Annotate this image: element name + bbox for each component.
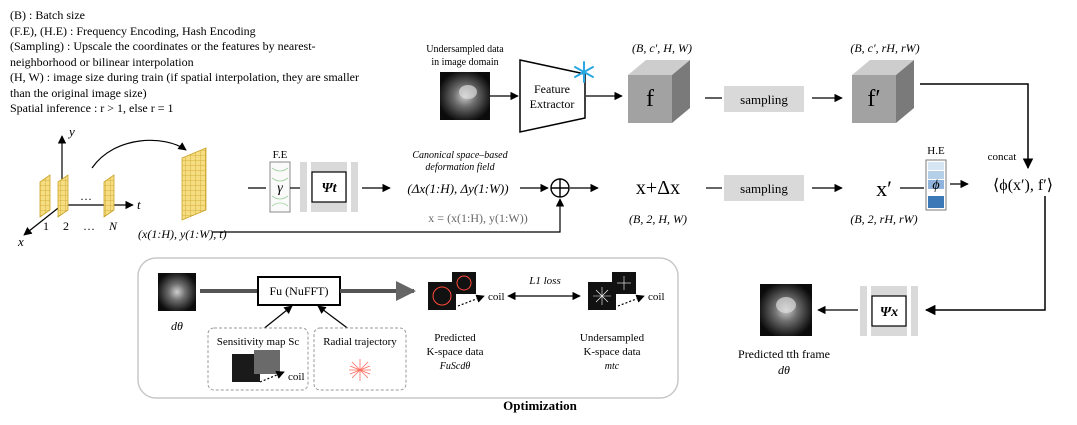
psi-t-label: Ψt <box>321 181 337 196</box>
legend-spatial-inference: Spatial inference : r > 1, else r = 1 <box>10 101 174 115</box>
sampling-box-1 <box>724 86 804 112</box>
frames-dots-top: … <box>80 189 92 203</box>
snowflake-icon <box>574 61 594 83</box>
x-axis <box>23 204 63 236</box>
grid-frame-n <box>103 174 115 218</box>
legend-sampling: (Sampling) : Upscale the coordinates or … <box>10 39 316 69</box>
fe-label: F.E <box>273 149 288 161</box>
fprime-label: f′ <box>867 86 880 112</box>
predicted-kspace-label: Predicted <box>434 332 476 344</box>
xprime-label: x′ <box>876 176 892 201</box>
canonical-label-2: deformation field <box>425 162 495 173</box>
arrow-trajectory-to-fu <box>317 305 351 331</box>
arrow-coord-to-plus <box>212 198 565 233</box>
d-theta-label: dθ <box>171 319 183 333</box>
fprime-shape: (B, c′, rH, rW) <box>850 41 919 55</box>
arrow-grid-to-frame <box>91 139 187 169</box>
legend-batch: (B) : Batch size <box>10 8 85 22</box>
undersampled-coil-arrow <box>617 294 645 307</box>
arrow-fprime-to-concat <box>920 83 1034 170</box>
predicted-kspace-formula: FuScdθ <box>439 361 471 372</box>
t-axis-label: t <box>137 197 141 212</box>
frame-n-label: N <box>108 219 118 233</box>
frequency-waves <box>271 167 289 207</box>
arrow-sensitivity-to-fu <box>261 305 293 331</box>
concat-label: concat <box>988 151 1017 163</box>
nufft-box <box>257 276 341 306</box>
legend-encoding: (F.E), (H.E) : Frequency Encoding, Hash … <box>10 23 256 38</box>
hash-encoding-box <box>925 159 947 211</box>
x-plus-delta: x+Δx <box>636 177 680 199</box>
he-label: H.E <box>927 145 945 157</box>
feature-extractor-label-2: Extractor <box>530 97 575 111</box>
frames-dots-bottom: … <box>83 219 95 233</box>
heart-blob <box>459 85 477 99</box>
radial-trajectory-icon <box>349 359 371 381</box>
frame-2-label: 2 <box>63 219 69 233</box>
optimization-title: Optimization <box>503 398 577 413</box>
x-plus-delta-shape: (B, 2, H, W) <box>629 212 687 226</box>
d-theta-image <box>158 273 196 311</box>
sensitivity-coil-label: coil <box>288 371 305 383</box>
gamma-label: γ <box>277 181 283 196</box>
legend: (B) : Batch size (F.E), (H.E) : Frequenc… <box>10 8 380 117</box>
canonical-label: Canonical space–based <box>412 150 508 161</box>
y-axis-label: y <box>67 124 75 139</box>
x-definition: x = (x(1:H), y(1:W)) <box>428 211 527 225</box>
predicted-kspace-label-2: K-space data <box>426 346 483 358</box>
predicted-heart-blob <box>776 297 796 313</box>
feature-extractor-label: Feature <box>534 82 570 96</box>
predicted-kspace-image <box>428 282 456 310</box>
sampling-box-2 <box>724 175 804 201</box>
psi-t-mlp <box>300 162 358 212</box>
xprime-shape: (B, 2, rH, rW) <box>850 212 917 226</box>
sensitivity-label: Sensitivity map Sc <box>217 336 300 348</box>
predicted-kspace-image-2 <box>452 272 476 294</box>
arrow-concat-to-psi-x <box>924 196 1046 316</box>
concat-output: ⟨ϕ(x′), f′⟩ <box>993 177 1053 194</box>
input-coordinate: (x(1:H), y(1:W), t) <box>138 227 227 241</box>
fprime-cube <box>852 60 914 123</box>
undersampled-kspace-label-2: K-space data <box>583 346 640 358</box>
undersampled-kspace-label: Undersampled <box>580 332 645 344</box>
x-axis-label: x <box>17 234 24 249</box>
predicted-coil-arrow <box>457 294 485 307</box>
undersampled-coil-label: coil <box>648 291 665 303</box>
predicted-coil-label: coil <box>488 291 505 303</box>
frame-1-label: 1 <box>43 219 49 233</box>
f-cube <box>628 60 690 123</box>
undersampled-label: Undersampled data <box>426 44 504 55</box>
predicted-frame-dtheta: dθ <box>778 363 790 377</box>
undersampled-kspace-star <box>593 276 631 305</box>
radial-label: Radial trajectory <box>323 336 397 348</box>
sensitivity-coil-arrow <box>259 371 285 383</box>
f-label: f <box>646 86 654 112</box>
sampling-label-1: sampling <box>740 92 788 107</box>
phi-label: ϕ <box>932 178 939 193</box>
legend-image-size: (H, W) : image size during train (if spa… <box>10 70 359 100</box>
predicted-kspace-ring-2 <box>456 275 472 291</box>
grid-frame-selected <box>181 147 207 221</box>
grid-frame-1 <box>39 174 51 218</box>
undersampled-kspace-formula: mtc <box>605 361 620 372</box>
nufft-label: Fu (NuFFT) <box>269 284 328 298</box>
feature-extractor <box>519 59 586 133</box>
sensitivity-map-image-2 <box>254 350 280 374</box>
psi-x-mlp <box>860 286 918 336</box>
predicted-frame-label: Predicted tth frame <box>738 347 830 361</box>
predicted-kspace-ring <box>432 286 452 306</box>
psi-x-label: Ψx <box>880 305 898 320</box>
l1-loss-label: L1 loss <box>528 275 561 287</box>
frequency-encoding-box <box>269 161 291 213</box>
delta-label: (Δx(1:H), Δy(1:W)) <box>407 181 508 196</box>
undersampled-label-2: in image domain <box>431 57 498 68</box>
f-shape: (B, c′, H, W) <box>632 41 692 55</box>
sampling-label-2: sampling <box>740 181 788 196</box>
grid-frame-2 <box>57 174 69 218</box>
